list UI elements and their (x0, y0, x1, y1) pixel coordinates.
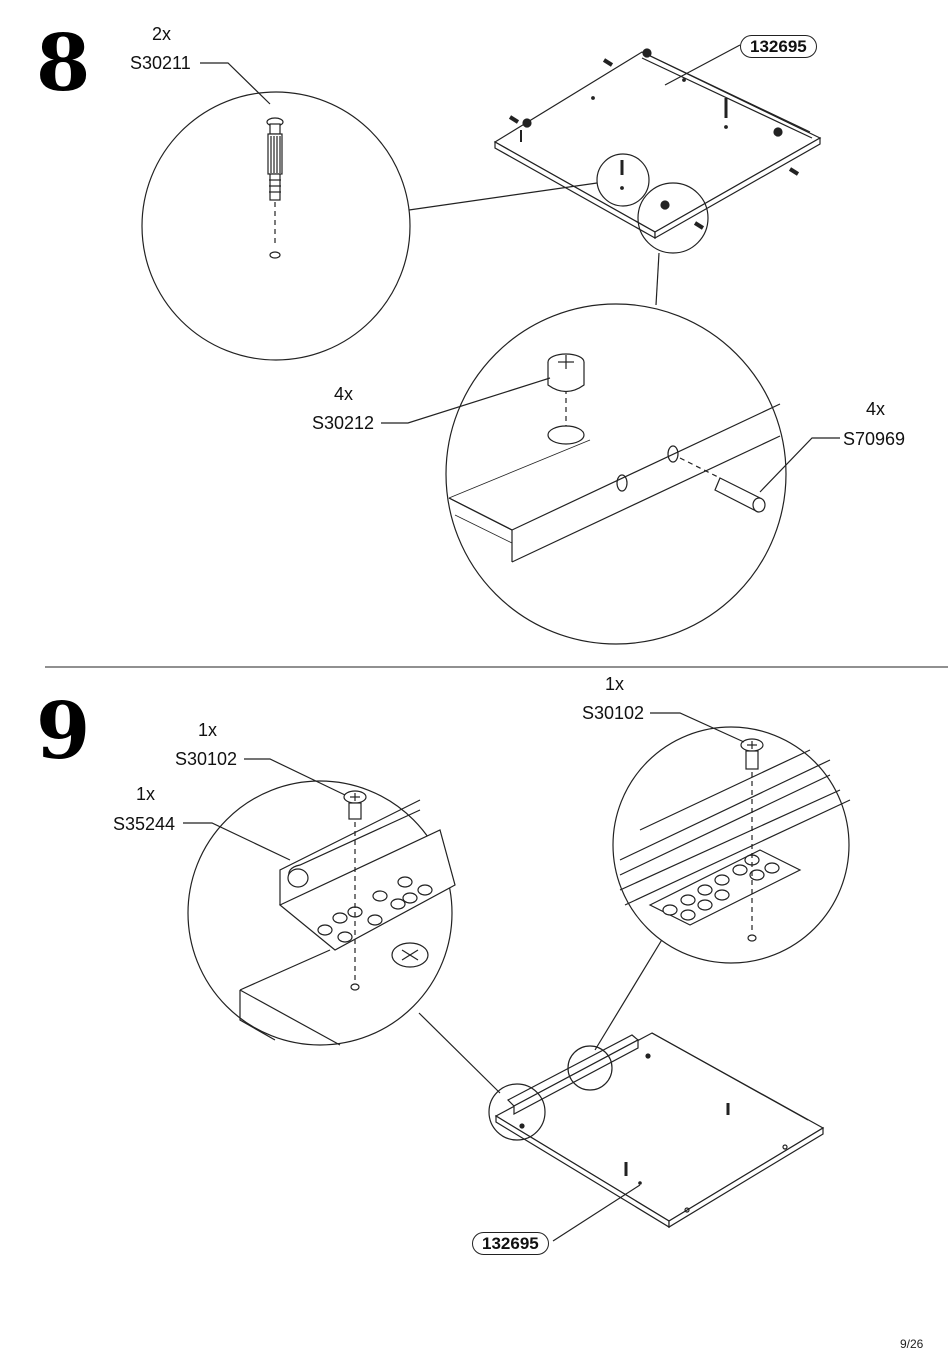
step8-detail-cam-dowel (381, 252, 840, 645)
page-number: 9/26 (900, 1337, 924, 1351)
step8-detail-screw (141, 62, 598, 361)
panel-reference-label: 132695 (740, 35, 817, 58)
step8-ref-leader (664, 44, 741, 86)
part-quantity: 4x (866, 399, 886, 419)
part-code: S30102 (582, 703, 645, 723)
part-code: S30102 (175, 749, 238, 769)
part-quantity: 4x (334, 384, 354, 404)
part-code: S70969 (843, 429, 906, 449)
part-code: S30212 (312, 413, 375, 433)
step9-detail-right (594, 712, 851, 1051)
part-quantity: 2x (152, 24, 172, 44)
part-quantity: 1x (136, 784, 156, 804)
part-code: S35244 (113, 814, 176, 834)
step8-panel-drawing (493, 48, 822, 254)
step9-detail-left (183, 758, 501, 1094)
step9-panel-drawing (488, 1032, 825, 1229)
part-quantity: 1x (198, 720, 218, 740)
step-number-9: 9 (36, 686, 91, 777)
step9-ref-leader (552, 1184, 641, 1242)
panel-reference-label: 132695 (472, 1232, 549, 1255)
part-quantity: 1x (605, 674, 625, 694)
part-code: S30211 (130, 53, 191, 73)
step-number-8: 8 (36, 18, 91, 109)
